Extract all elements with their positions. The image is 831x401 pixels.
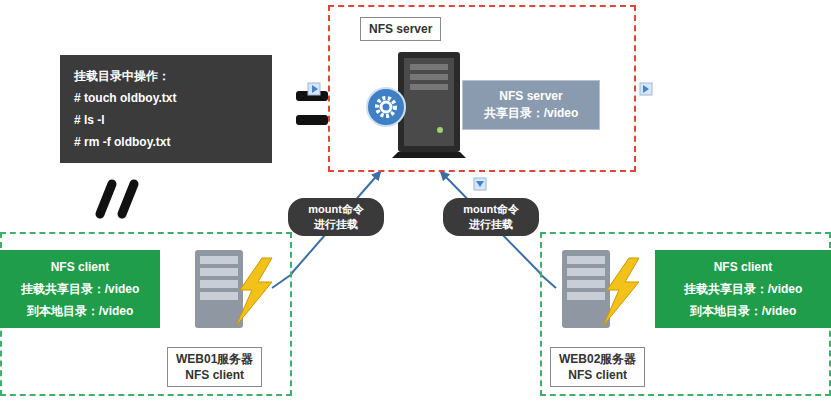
equals-bar <box>296 115 328 125</box>
marker <box>474 178 486 190</box>
slash-mark <box>122 184 134 214</box>
region-label: WEB01服务器NFS client <box>167 347 262 387</box>
client-server <box>195 250 272 328</box>
node-text: # ls -l <box>74 109 258 131</box>
node-title: NFS server <box>469 88 593 105</box>
client-region: WEB01服务器NFS clientNFS client挂载共享目录：/vide… <box>0 232 292 396</box>
node-title: WEB02服务器 <box>559 351 636 367</box>
region-label: NFS server <box>360 17 441 41</box>
node-text: # touch oldboy.txt <box>74 87 258 109</box>
node-text: 到本地目录：/video <box>6 300 154 322</box>
server-region: NFS serverNFS server共享目录：/video <box>328 5 636 172</box>
mount-arrow <box>441 172 541 274</box>
wire <box>540 274 556 288</box>
node-text: # rm -f oldboy.txt <box>74 131 258 153</box>
node-title: NFS client <box>661 256 825 278</box>
client-server <box>562 250 639 328</box>
share-box: NFS server共享目录：/video <box>462 80 600 130</box>
node-title: WEB01服务器 <box>176 351 253 367</box>
slash-mark <box>100 184 112 214</box>
client-box: NFS client挂载共享目录：/video到本地目录：/video <box>0 250 160 328</box>
edge-label: mount命令 进行挂载 <box>288 198 384 236</box>
node-text: 到本地目录：/video <box>661 300 825 322</box>
command-box: 挂载目录中操作：# touch oldboy.txt# ls -l# rm -f… <box>60 55 272 163</box>
node-title: 挂载目录中操作： <box>74 65 258 87</box>
client-region: WEB02服务器NFS clientNFS client挂载共享目录：/vide… <box>540 232 831 396</box>
region-label: WEB02服务器NFS client <box>550 347 645 387</box>
marker <box>640 83 652 95</box>
marker <box>308 83 320 95</box>
node-text: 挂载共享目录：/video <box>661 278 825 300</box>
node-title: NFS server <box>369 21 432 37</box>
node-text: NFS client <box>176 367 253 383</box>
node-text: 共享目录：/video <box>469 105 593 122</box>
node-title: NFS client <box>6 256 154 278</box>
client-box: NFS client挂载共享目录：/video到本地目录：/video <box>655 250 831 328</box>
gear-icon <box>367 88 405 126</box>
wire <box>272 274 292 288</box>
node-text: 挂载共享目录：/video <box>6 278 154 300</box>
node-text: NFS client <box>559 367 636 383</box>
edge-label: mount命令 进行挂载 <box>443 198 539 236</box>
